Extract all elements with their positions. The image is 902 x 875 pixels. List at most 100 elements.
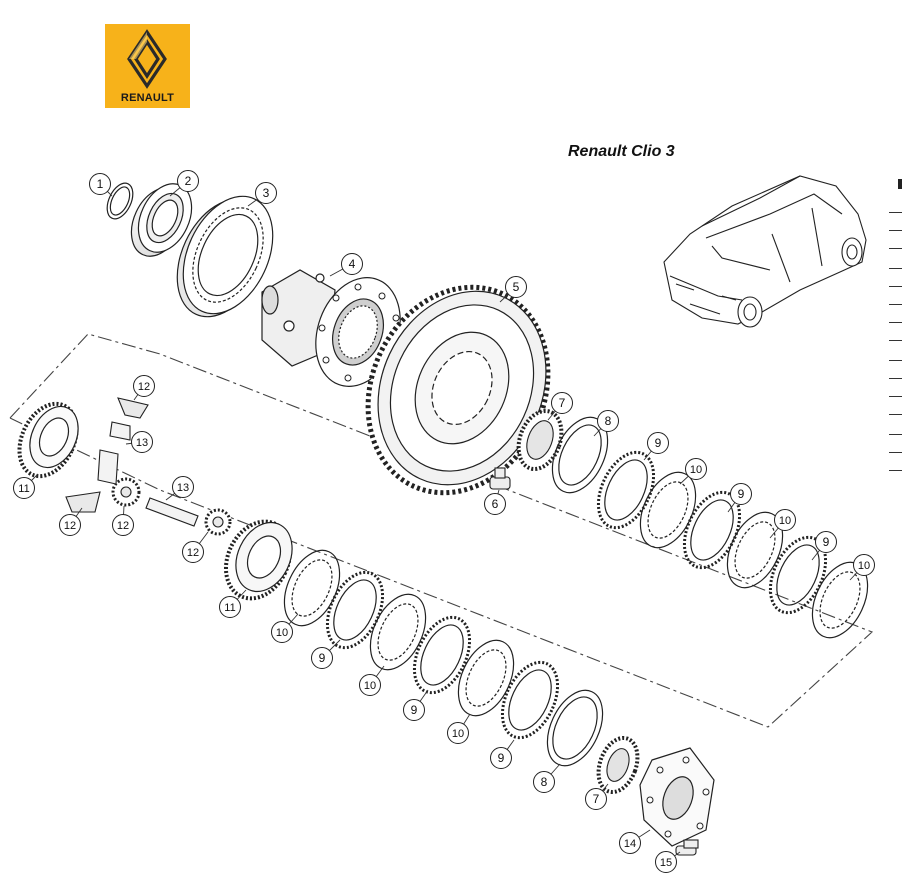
edge-rule bbox=[889, 212, 902, 213]
callout-circle bbox=[815, 531, 837, 553]
callout-label: 8 bbox=[605, 414, 612, 428]
callout-label: 12 bbox=[64, 520, 76, 532]
callout-label: 12 bbox=[187, 547, 199, 559]
callout-label: 9 bbox=[319, 651, 326, 665]
callout-10: 10 bbox=[774, 509, 796, 531]
callout-label: 14 bbox=[624, 838, 636, 850]
callout-circle bbox=[255, 182, 277, 204]
car-illustration bbox=[663, 175, 867, 328]
callout-label: 9 bbox=[655, 436, 662, 450]
edge-rule bbox=[889, 414, 902, 415]
edge-rule bbox=[889, 230, 902, 231]
edge-rule bbox=[889, 452, 902, 453]
edge-rule bbox=[889, 378, 902, 379]
callout-10: 10 bbox=[359, 674, 381, 696]
part-end-cover bbox=[639, 747, 715, 847]
callout-3: 3 bbox=[255, 182, 277, 204]
callout-label: 15 bbox=[660, 857, 672, 869]
callout-circle bbox=[177, 170, 199, 192]
callout-circle bbox=[219, 596, 241, 618]
part-screw bbox=[675, 839, 699, 856]
edge-rule bbox=[889, 470, 902, 471]
renault-logo: RENAULT bbox=[105, 24, 190, 108]
callout-10: 10 bbox=[853, 554, 875, 576]
callout-circle bbox=[484, 493, 506, 515]
callout-label: 11 bbox=[224, 602, 235, 614]
callout-15: 15 bbox=[655, 851, 677, 873]
clutch-stack-lower bbox=[283, 549, 604, 767]
edge-rule bbox=[889, 286, 902, 287]
callout-circle bbox=[551, 392, 573, 414]
part-bearing-ring bbox=[176, 195, 274, 318]
callout-6: 6 bbox=[484, 493, 506, 515]
callout-circle bbox=[774, 509, 796, 531]
callout-label: 9 bbox=[823, 535, 830, 549]
callout-label: 1 bbox=[97, 177, 104, 191]
callout-12: 12 bbox=[59, 514, 81, 536]
callout-label: 10 bbox=[779, 515, 791, 527]
edge-rule bbox=[889, 304, 902, 305]
callout-label: 10 bbox=[858, 560, 870, 572]
callout-circle bbox=[311, 647, 333, 669]
callout-label: 2 bbox=[185, 174, 192, 188]
edge-rule bbox=[889, 340, 902, 341]
callout-label: 11 bbox=[18, 483, 29, 495]
edge-marker bbox=[898, 179, 902, 189]
part-bolt bbox=[489, 467, 511, 490]
callout-circle bbox=[13, 477, 35, 499]
callout-10: 10 bbox=[271, 621, 293, 643]
callout-label: 10 bbox=[452, 728, 464, 740]
callout-11: 11 bbox=[219, 596, 241, 618]
callout-circle bbox=[585, 788, 607, 810]
callout-14: 14 bbox=[619, 832, 641, 854]
callout-circle bbox=[853, 554, 875, 576]
callout-circle bbox=[597, 410, 619, 432]
callout-circle bbox=[619, 832, 641, 854]
callout-2: 2 bbox=[177, 170, 199, 192]
callout-circle bbox=[182, 541, 204, 563]
renault-diamond-icon bbox=[127, 29, 167, 89]
callout-label: 12 bbox=[117, 520, 129, 532]
callout-circle bbox=[505, 276, 527, 298]
part-thrust-washer-upper bbox=[551, 416, 609, 494]
assembly-outline bbox=[9, 333, 874, 728]
callout-label: 13 bbox=[136, 437, 148, 449]
callout-circle bbox=[341, 253, 363, 275]
model-title: Renault Clio 3 bbox=[568, 143, 675, 160]
callout-circle bbox=[131, 431, 153, 453]
callout-label: 10 bbox=[690, 464, 702, 476]
callout-circle bbox=[647, 432, 669, 454]
callout-8: 8 bbox=[533, 771, 555, 793]
edge-rule bbox=[889, 360, 902, 361]
part-side-gear-lower bbox=[596, 735, 640, 795]
callout-5: 5 bbox=[505, 276, 527, 298]
callout-12: 12 bbox=[133, 375, 155, 397]
callout-12: 12 bbox=[112, 514, 134, 536]
callout-1: 1 bbox=[89, 173, 111, 195]
callout-label: 3 bbox=[263, 186, 270, 200]
callout-11: 11 bbox=[13, 477, 35, 499]
callout-9: 9 bbox=[730, 483, 752, 505]
callout-circle bbox=[533, 771, 555, 793]
callout-13: 13 bbox=[172, 476, 194, 498]
callout-label: 7 bbox=[593, 792, 600, 806]
callout-label: 4 bbox=[349, 257, 356, 271]
callout-10: 10 bbox=[685, 458, 707, 480]
callout-label: 5 bbox=[513, 280, 520, 294]
callout-8: 8 bbox=[597, 410, 619, 432]
edge-rule bbox=[889, 396, 902, 397]
part-crown-wheel bbox=[365, 284, 551, 496]
callout-circle bbox=[490, 747, 512, 769]
clutch-stack-upper bbox=[596, 450, 869, 639]
callout-circle bbox=[655, 851, 677, 873]
callout-label: 10 bbox=[276, 627, 288, 639]
callout-circle bbox=[447, 722, 469, 744]
edge-rule bbox=[889, 268, 902, 269]
part-bearing bbox=[130, 183, 193, 257]
callout-9: 9 bbox=[403, 699, 425, 721]
callout-circle bbox=[730, 483, 752, 505]
callout-label: 9 bbox=[498, 751, 505, 765]
callout-10: 10 bbox=[447, 722, 469, 744]
part-pressure-ring-left bbox=[17, 401, 79, 479]
callout-9: 9 bbox=[311, 647, 333, 669]
